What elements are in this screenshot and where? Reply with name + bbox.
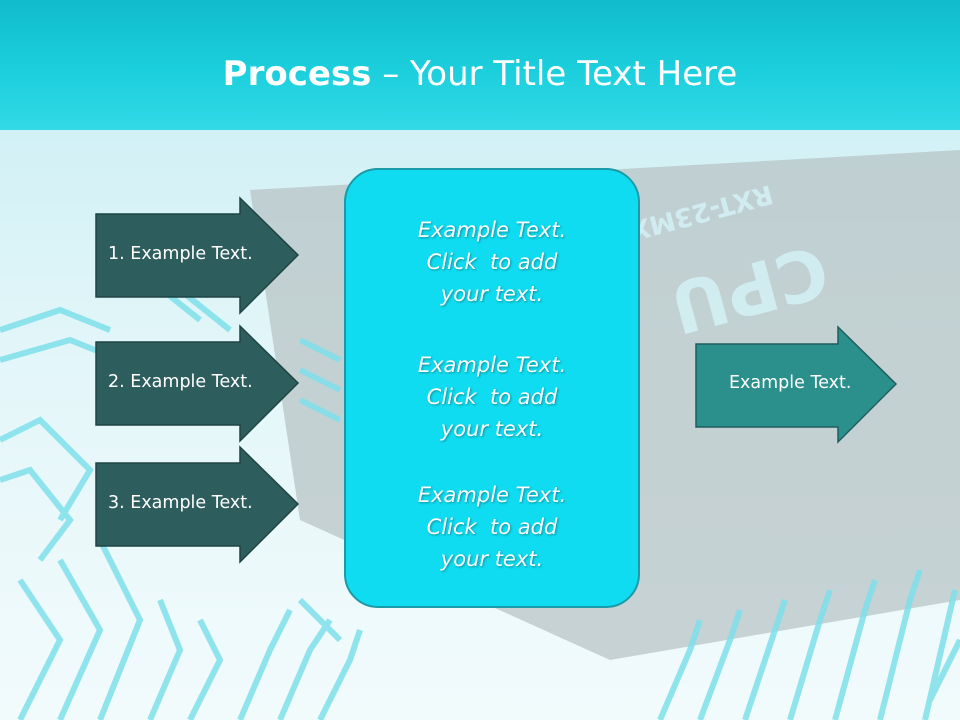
arrow-shape bbox=[95, 196, 300, 315]
center-paragraph-1: Example Text. Click to add your text. bbox=[346, 214, 638, 310]
arrow-shape bbox=[695, 325, 898, 444]
title-dash: – bbox=[371, 54, 411, 94]
arrow-shape bbox=[95, 324, 300, 443]
paragraph-line: Example Text. bbox=[417, 218, 567, 242]
paragraph-line: your text. bbox=[440, 417, 544, 441]
arrow-shape bbox=[95, 445, 300, 564]
paragraph-line: Click to add bbox=[426, 515, 558, 539]
paragraph-line: Click to add bbox=[426, 250, 558, 274]
paragraph-line: Click to add bbox=[426, 385, 558, 409]
paragraph-line: Example Text. bbox=[417, 353, 567, 377]
paragraph-line: your text. bbox=[440, 547, 544, 571]
center-text-box[interactable]: Example Text. Click to add your text. Ex… bbox=[344, 168, 640, 608]
arrow-label: 1. Example Text. bbox=[108, 244, 253, 264]
center-paragraph-2: Example Text. Click to add your text. bbox=[346, 349, 638, 445]
arrow-label: Example Text. bbox=[729, 373, 852, 393]
center-paragraph-3: Example Text. Click to add your text. bbox=[346, 479, 638, 575]
title-rest: Your Title Text Here bbox=[410, 54, 738, 94]
arrow-label: 2. Example Text. bbox=[108, 372, 253, 392]
left-arrow-2[interactable]: 2. Example Text. bbox=[95, 324, 300, 443]
title-band bbox=[0, 0, 960, 130]
page-title: Process – Your Title Text Here bbox=[0, 50, 960, 98]
left-arrow-3[interactable]: 3. Example Text. bbox=[95, 445, 300, 564]
paragraph-line: Example Text. bbox=[417, 483, 567, 507]
arrow-label: 3. Example Text. bbox=[108, 493, 253, 513]
left-arrow-1[interactable]: 1. Example Text. bbox=[95, 196, 300, 315]
title-bold: Process bbox=[222, 54, 372, 94]
paragraph-line: your text. bbox=[440, 282, 544, 306]
right-arrow[interactable]: Example Text. bbox=[695, 325, 900, 444]
